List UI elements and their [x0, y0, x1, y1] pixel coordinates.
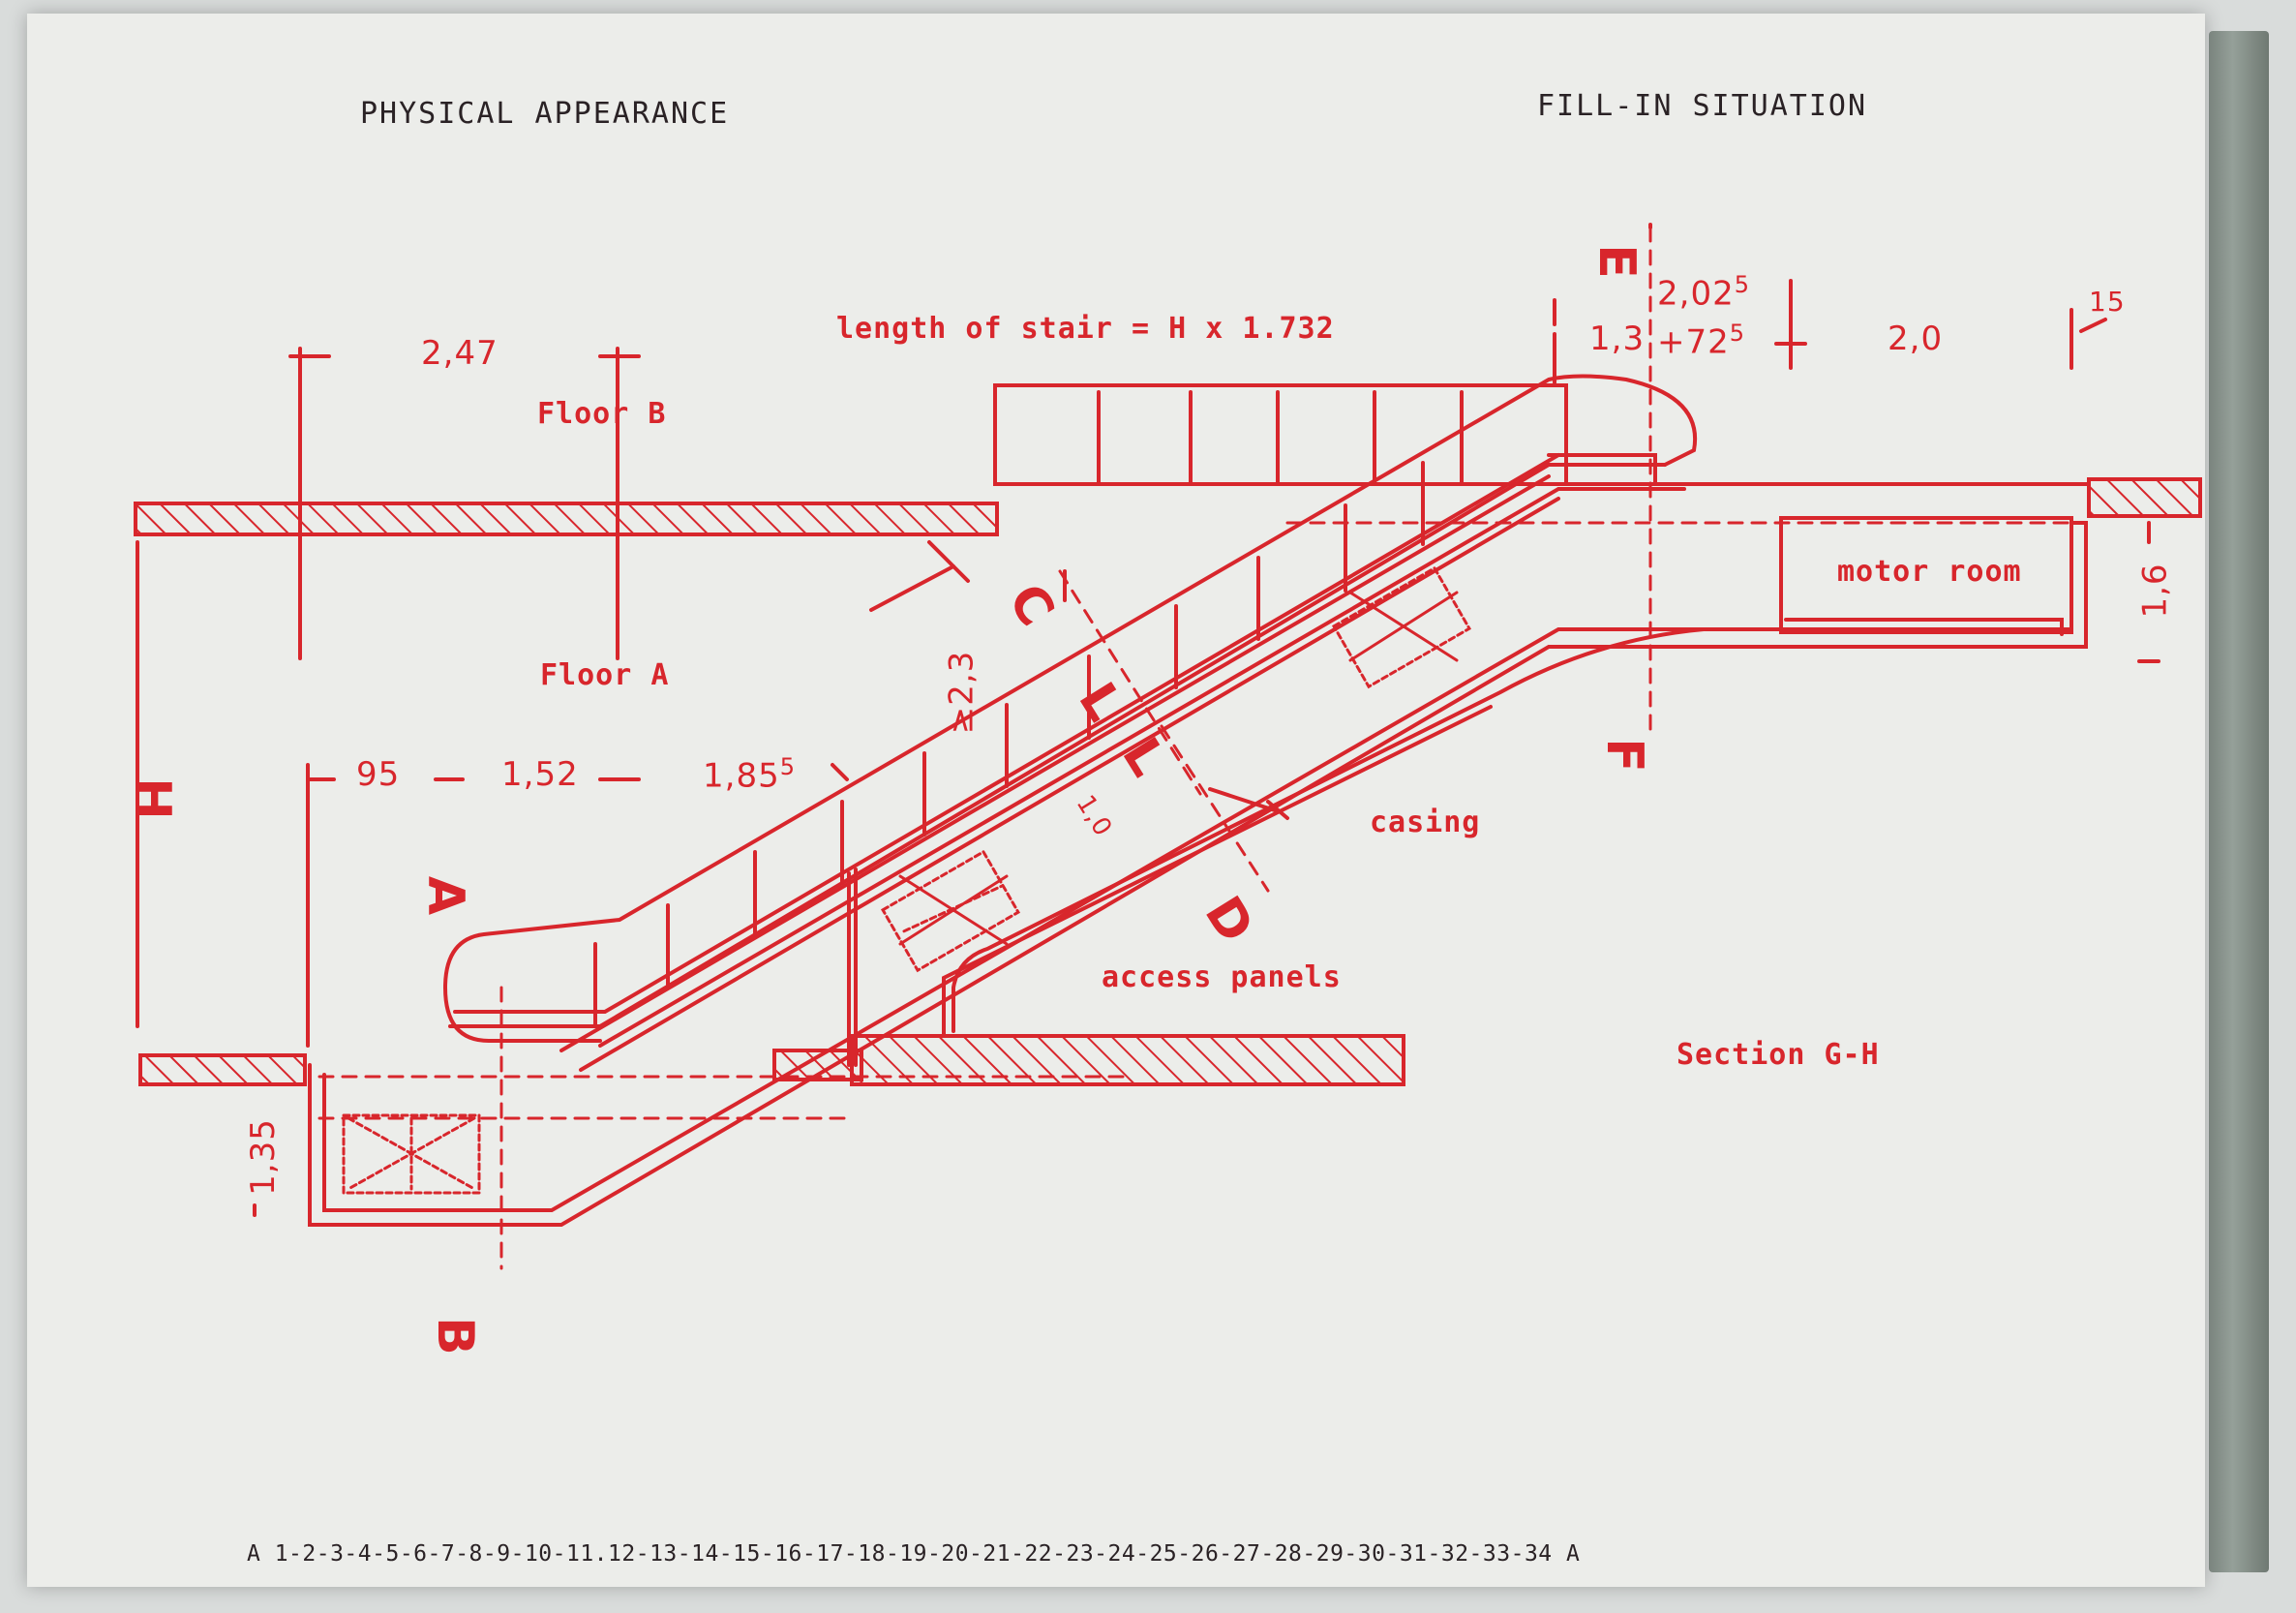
dim-1-3: 1,3 — [1589, 320, 1646, 358]
floor-b-label: Floor B — [537, 397, 667, 431]
section-letter-a: A — [416, 875, 475, 916]
floor-b-slab-right — [2087, 477, 2202, 518]
dim-2-02-sup: 5 — [1734, 271, 1750, 298]
dim-1-52: 1,52 — [501, 755, 579, 794]
binding-spine — [2209, 31, 2269, 1572]
dim-72-sup: 5 — [1729, 320, 1746, 347]
header-left-title: PHYSICAL APPEARANCE — [360, 97, 730, 131]
header-right-title: FILL-IN SITUATION — [1537, 89, 1868, 123]
casing-curve — [952, 627, 1783, 1033]
dim-2-02-main: 2,02 — [1657, 274, 1735, 314]
dim-1-6: 1,6 — [2135, 563, 2175, 619]
section-letter-f: F — [1594, 738, 1653, 773]
dim-1-35: 1,35 — [243, 1118, 283, 1196]
dim-15: 15 — [2089, 286, 2126, 318]
section-letter-e: E — [1586, 244, 1646, 279]
dim-2-02: 2,025 — [1657, 271, 1750, 313]
access-panels-label: access panels — [1102, 960, 1342, 994]
casing-label: casing — [1370, 806, 1481, 839]
top-railing — [993, 383, 1568, 486]
dim-1-85-sup: 5 — [779, 753, 796, 780]
section-letter-h: H — [122, 777, 181, 820]
dim-72-main: +72 — [1657, 322, 1730, 362]
formula-label: length of stair = H x 1.732 — [836, 312, 1335, 346]
floor-a-label: Floor A — [540, 658, 670, 692]
dim-2-3: ≥2,3 — [942, 650, 982, 735]
dim-2-0: 2,0 — [1888, 320, 1944, 358]
floor-b-slab — [134, 502, 999, 536]
dim-1-85-main: 1,85 — [703, 756, 780, 796]
section-letter-b: B — [425, 1317, 484, 1355]
paper-sheet — [27, 14, 2205, 1587]
handrail-lower — [448, 463, 1667, 1028]
dim-72: +725 — [1657, 320, 1745, 361]
dim-95: 95 — [356, 755, 401, 794]
dim-2-47: 2,47 — [421, 334, 498, 373]
floor-a-slab-left — [138, 1053, 307, 1086]
motor-room-label: motor room — [1837, 555, 2022, 589]
dim-1-85: 1,855 — [703, 753, 796, 795]
handrail-top — [443, 374, 1698, 989]
footer-scale: A 1-2-3-4-5-6-7-8-9-10-11.12-13-14-15-16… — [247, 1541, 1581, 1567]
floor-a-slab-right — [850, 1034, 1405, 1086]
section-label: Section G-H — [1677, 1038, 1880, 1072]
truss-outer — [308, 521, 2088, 1227]
